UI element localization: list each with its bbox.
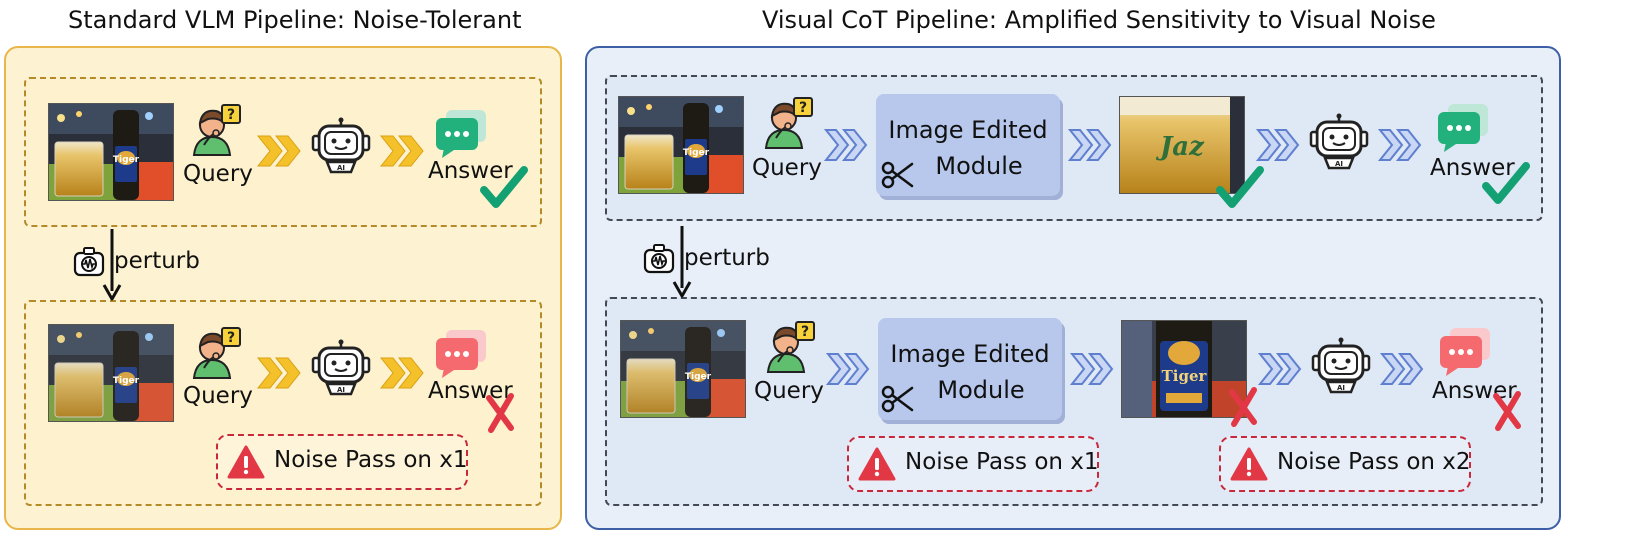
answer-label: Answer bbox=[1432, 378, 1517, 404]
correct-check-icon bbox=[482, 168, 528, 208]
warning-icon bbox=[858, 447, 896, 481]
camera-noise-icon bbox=[73, 246, 105, 277]
bottle-label-text: Tiger bbox=[113, 376, 140, 386]
right-perturbed-pipeline-box bbox=[605, 297, 1543, 506]
chevron-arrow-icon bbox=[380, 357, 424, 389]
warning-icon bbox=[227, 445, 265, 479]
left-panel-title: Standard VLM Pipeline: Noise-Tolerant bbox=[68, 6, 522, 34]
noise-warning-box-1: Noise Pass on x1 bbox=[847, 436, 1099, 492]
correct-check-icon bbox=[1218, 168, 1264, 208]
image-edited-module: Image Edited Module bbox=[876, 94, 1060, 196]
input-image-clean: Tiger bbox=[618, 96, 744, 194]
scissors-icon bbox=[881, 385, 914, 413]
answer-label: Answer bbox=[428, 158, 513, 184]
edited-image-crop-perturbed: Tiger bbox=[1121, 320, 1247, 418]
answer-bubble-icon bbox=[1438, 104, 1488, 152]
image-edited-module: Image Edited Module bbox=[878, 318, 1062, 420]
chevron-arrow-icon bbox=[257, 357, 301, 389]
noise-warning-text: Noise Pass on x2 bbox=[1277, 449, 1471, 475]
module-label-line2: Module bbox=[935, 152, 1023, 180]
answer-bubble-icon bbox=[436, 110, 486, 158]
bottle-label-text: Tiger bbox=[685, 372, 712, 382]
module-label-line1: Image Edited bbox=[888, 116, 1048, 144]
bottle-label-text: Tiger bbox=[113, 155, 140, 165]
right-clean-pipeline-box bbox=[605, 75, 1543, 221]
input-image-perturbed: Tiger bbox=[48, 324, 174, 422]
user-query-icon bbox=[193, 327, 241, 379]
answer-bubble-icon bbox=[436, 330, 486, 378]
bottle-label-text: Tiger bbox=[683, 148, 710, 158]
user-query-icon bbox=[193, 104, 241, 156]
chevron-arrow-icon bbox=[825, 129, 867, 161]
chevron-arrow-icon bbox=[827, 353, 869, 385]
scissors-icon bbox=[881, 161, 914, 189]
cup-logo-text: Jaz bbox=[1155, 132, 1205, 162]
chevron-arrow-icon bbox=[1069, 129, 1111, 161]
wrong-cross-icon bbox=[485, 394, 515, 434]
query-label: Query bbox=[754, 378, 824, 404]
answer-label: Answer bbox=[428, 378, 513, 404]
chevron-arrow-icon bbox=[1379, 129, 1421, 161]
edited-image-crop-clean: Jaz bbox=[1119, 96, 1245, 194]
answer-label: Answer bbox=[1430, 155, 1515, 181]
module-label-line2: Module bbox=[937, 376, 1025, 404]
correct-check-icon bbox=[1484, 164, 1530, 204]
right-panel-title: Visual CoT Pipeline: Amplified Sensitivi… bbox=[762, 6, 1436, 34]
perturb-arrow bbox=[672, 226, 692, 298]
input-image-perturbed: Tiger bbox=[620, 320, 746, 418]
bottle-label-text: Tiger bbox=[1162, 367, 1208, 385]
camera-noise-icon bbox=[643, 243, 675, 274]
user-query-icon bbox=[767, 321, 815, 373]
noise-warning-text: Noise Pass on x1 bbox=[274, 447, 468, 473]
query-label: Query bbox=[183, 383, 253, 409]
query-label: Query bbox=[752, 155, 822, 181]
chevron-arrow-icon bbox=[1259, 353, 1301, 385]
ai-robot-icon bbox=[1309, 112, 1369, 170]
perturb-label: perturb bbox=[684, 245, 770, 271]
wrong-cross-icon bbox=[1492, 392, 1522, 432]
noise-warning-text: Noise Pass on x1 bbox=[905, 449, 1099, 475]
perturb-label: perturb bbox=[114, 248, 200, 274]
ai-robot-icon bbox=[311, 338, 371, 396]
module-label-line1: Image Edited bbox=[890, 340, 1050, 368]
ai-robot-icon bbox=[1311, 336, 1371, 394]
ai-robot-icon bbox=[311, 116, 371, 174]
perturb-arrow bbox=[102, 229, 122, 301]
chevron-arrow-icon bbox=[1071, 353, 1113, 385]
warning-icon bbox=[1230, 447, 1268, 481]
noise-warning-box: Noise Pass on x1 bbox=[216, 434, 468, 490]
chevron-arrow-icon bbox=[1381, 353, 1423, 385]
answer-bubble-icon bbox=[1440, 328, 1490, 376]
chevron-arrow-icon bbox=[1257, 129, 1299, 161]
chevron-arrow-icon bbox=[380, 135, 424, 167]
user-query-icon bbox=[765, 97, 813, 149]
input-image-clean: Tiger bbox=[48, 103, 174, 201]
noise-warning-box-2: Noise Pass on x2 bbox=[1219, 436, 1471, 492]
query-label: Query bbox=[183, 161, 253, 187]
chevron-arrow-icon bbox=[257, 135, 301, 167]
wrong-cross-icon bbox=[1228, 388, 1258, 428]
